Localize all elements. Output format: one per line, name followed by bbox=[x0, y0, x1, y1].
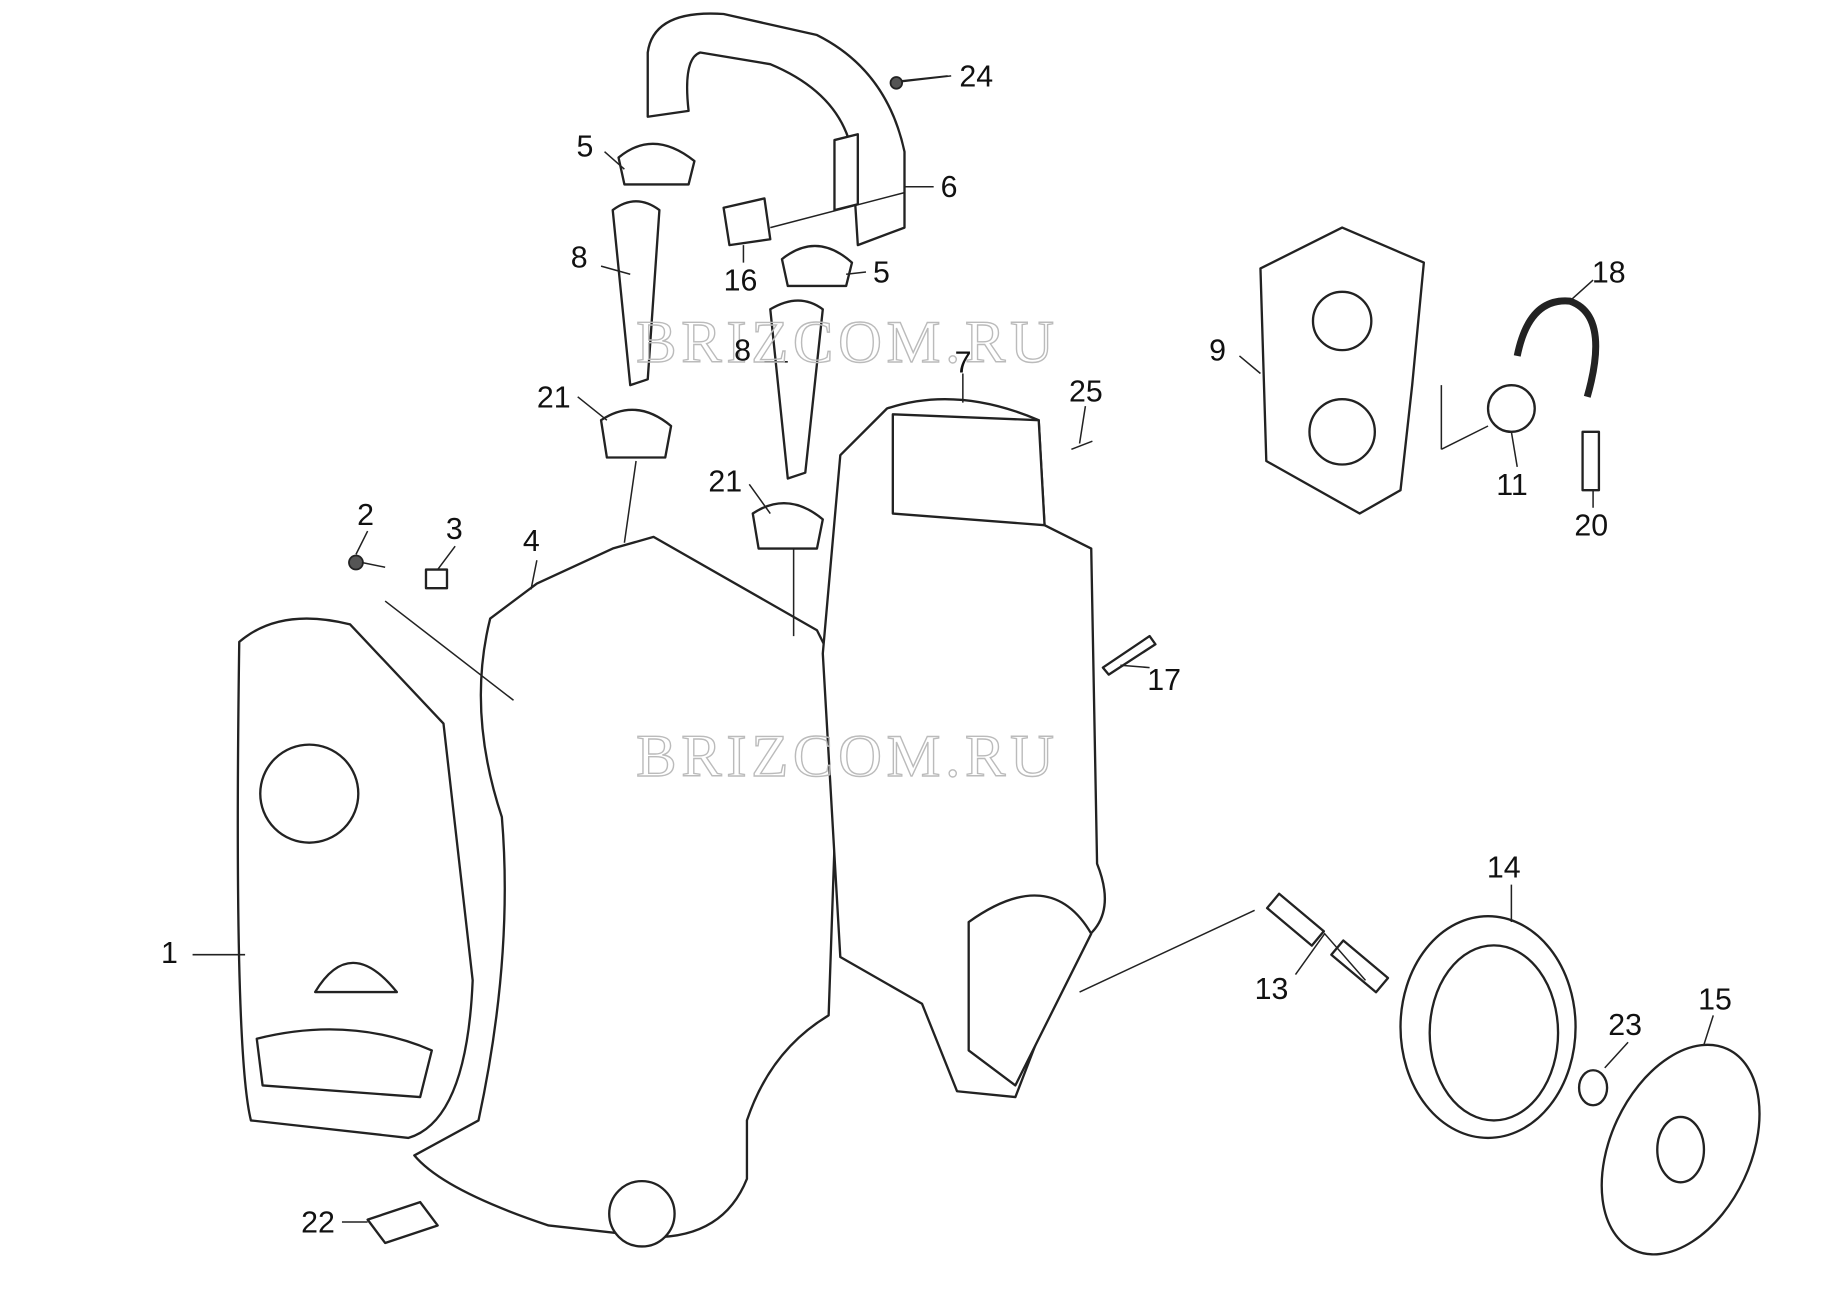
part-filter-20 bbox=[1581, 430, 1601, 492]
callout-15: 15 bbox=[1698, 984, 1732, 1017]
callout-8b: 8 bbox=[734, 335, 751, 368]
part-hose-18 bbox=[1513, 297, 1600, 398]
callout-23: 23 bbox=[1608, 1009, 1642, 1042]
part-frame-7 bbox=[821, 398, 1106, 1099]
callout-16: 16 bbox=[724, 265, 758, 298]
part-tube-8b bbox=[769, 299, 824, 480]
callout-6: 6 bbox=[941, 171, 958, 204]
callout-24: 24 bbox=[959, 60, 993, 93]
watermark-top: BRIZCOM.RU bbox=[636, 309, 1059, 376]
part-clip-16 bbox=[722, 197, 772, 247]
callout-25: 25 bbox=[1069, 375, 1103, 408]
part-foot-22 bbox=[366, 1200, 439, 1245]
callout-20: 20 bbox=[1574, 510, 1608, 543]
callout-9: 9 bbox=[1209, 335, 1226, 368]
part-front-cover-1 bbox=[236, 617, 474, 1140]
part-screw-17 bbox=[1101, 634, 1157, 676]
callout-21b: 21 bbox=[708, 465, 742, 498]
part-connector-11 bbox=[1486, 383, 1536, 434]
callout-labels: 1 2 3 4 5 5 6 7 8 8 9 11 13 14 15 16 17 … bbox=[161, 60, 1732, 1239]
part-screw-25 bbox=[1071, 440, 1093, 451]
part-bracket-9 bbox=[1259, 226, 1426, 515]
callout-4: 4 bbox=[523, 525, 540, 558]
callout-17: 17 bbox=[1147, 664, 1181, 697]
callout-13: 13 bbox=[1255, 973, 1289, 1006]
part-tube-8a bbox=[611, 200, 661, 387]
part-cap-5a bbox=[617, 142, 696, 186]
part-washer-23 bbox=[1577, 1069, 1609, 1107]
part-screw-2 bbox=[348, 554, 386, 571]
part-wheel-14 bbox=[1399, 915, 1577, 1140]
callout-14: 14 bbox=[1487, 852, 1521, 885]
part-handle bbox=[646, 12, 906, 247]
callout-22: 22 bbox=[301, 1206, 335, 1239]
callout-18: 18 bbox=[1592, 256, 1626, 289]
callout-3: 3 bbox=[446, 513, 463, 546]
callout-8a: 8 bbox=[571, 241, 588, 274]
part-cap-21a bbox=[599, 408, 673, 459]
part-clip-3 bbox=[424, 568, 449, 590]
callout-1: 1 bbox=[161, 937, 178, 970]
callout-21a: 21 bbox=[537, 381, 571, 414]
part-cap-21b bbox=[751, 502, 824, 550]
callout-5a: 5 bbox=[577, 130, 594, 163]
part-hubcap-15 bbox=[1600, 1043, 1761, 1256]
callout-5b: 5 bbox=[873, 256, 890, 289]
leader-lines bbox=[192, 75, 1715, 1223]
callout-7: 7 bbox=[955, 346, 972, 379]
watermark-middle: BRIZCOM.RU bbox=[636, 723, 1059, 790]
callout-11: 11 bbox=[1496, 469, 1527, 502]
part-cap-5b bbox=[780, 244, 854, 288]
part-body-4 bbox=[413, 535, 842, 1248]
callout-2: 2 bbox=[357, 499, 374, 532]
